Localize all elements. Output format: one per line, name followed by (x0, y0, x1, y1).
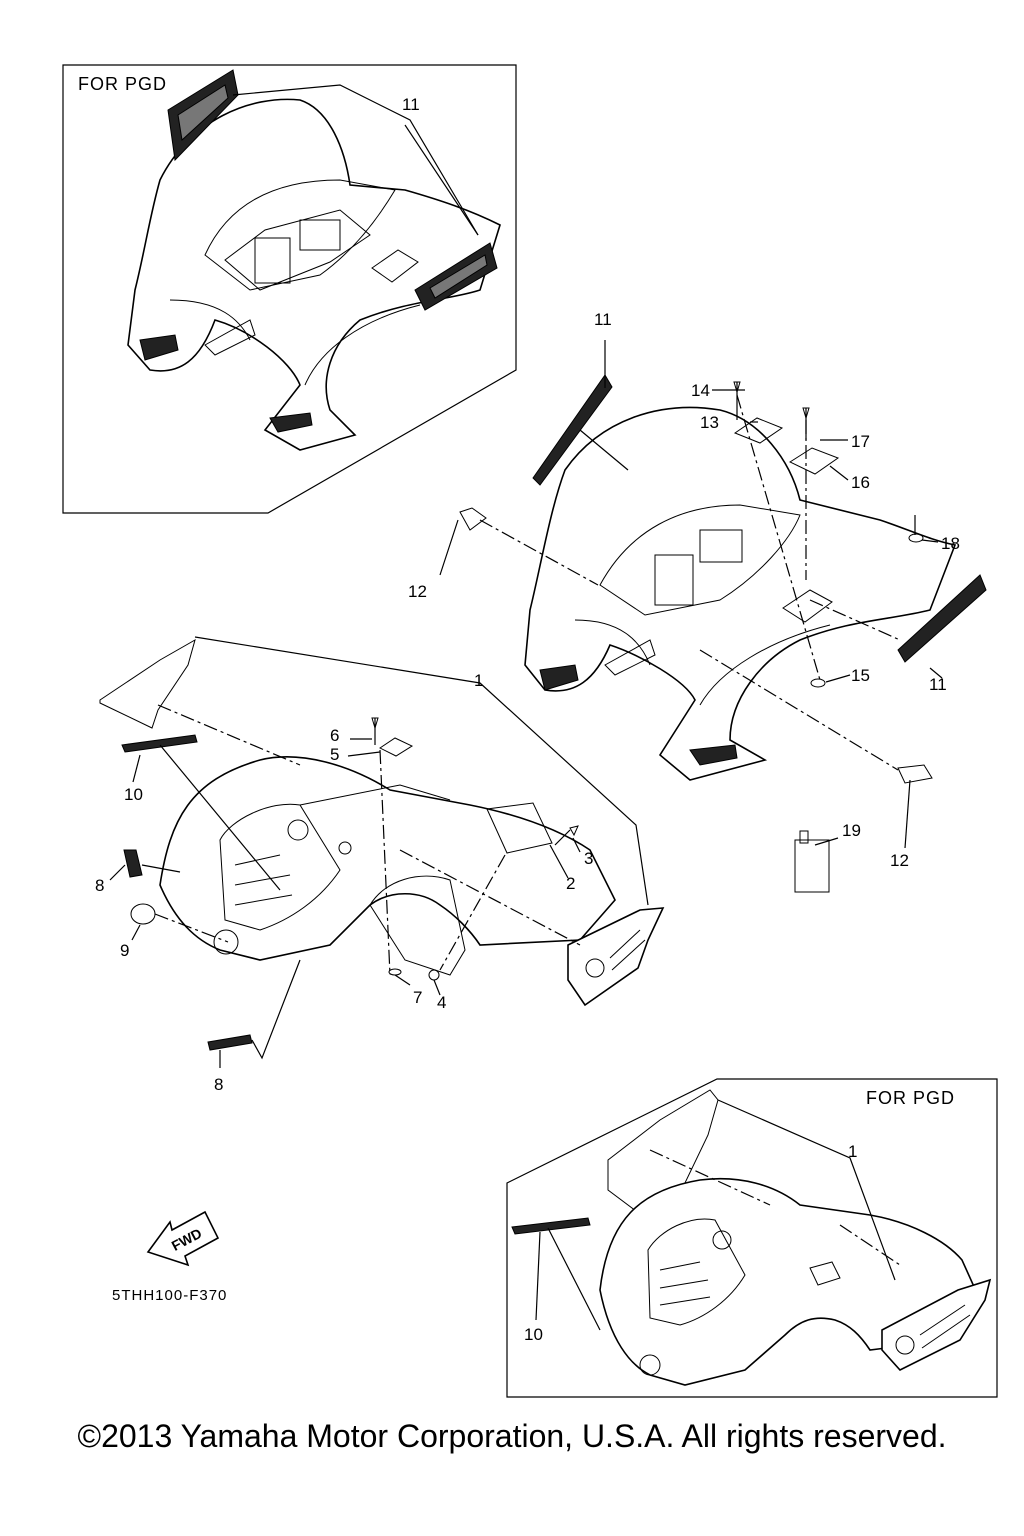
callout-1: 1 (474, 671, 483, 690)
callout-10-left: 10 (124, 785, 143, 804)
label-part-19 (794, 830, 839, 893)
front-fender-assembly (99, 636, 665, 1068)
callout-4: 4 (437, 993, 446, 1012)
front-fender-pgd-box: FOR PGD (506, 1078, 998, 1398)
callout-12-left: 12 (408, 582, 427, 601)
callout-2: 2 (566, 874, 575, 893)
rear-fender-assembly (439, 340, 987, 849)
callout-10-pgd: 10 (524, 1325, 543, 1344)
callout-17: 17 (851, 432, 870, 451)
callout-19: 19 (842, 821, 861, 840)
callout-11-top: 11 (402, 95, 420, 114)
callout-11-center: 11 (594, 310, 612, 329)
callout-3: 3 (584, 849, 593, 868)
box-label-top-left: FOR PGD (78, 74, 167, 94)
callout-12-right: 12 (890, 851, 909, 870)
callout-18: 18 (941, 534, 960, 553)
callout-5: 5 (330, 745, 339, 764)
rear-fender-pgd-box: FOR PGD 11 (62, 64, 517, 514)
rear-fender-pgd-drawing (127, 69, 501, 451)
callout-8-upper: 8 (95, 876, 104, 895)
callout-9: 9 (120, 941, 129, 960)
callout-14: 14 (691, 381, 710, 400)
diagram-code: 5THH100-F370 (112, 1287, 227, 1304)
callout-11-right: 11 (929, 675, 947, 694)
callout-7: 7 (413, 988, 422, 1007)
box-label-bottom-right: FOR PGD (866, 1088, 955, 1108)
callout-8-lower: 8 (214, 1075, 223, 1094)
callout-16: 16 (851, 473, 870, 492)
callout-6: 6 (330, 726, 339, 745)
fwd-arrow-icon: FWD (146, 1210, 220, 1267)
callout-15: 15 (851, 666, 870, 685)
callout-1-pgd: 1 (848, 1142, 857, 1161)
copyright-text: ©2013 Yamaha Motor Corporation, U.S.A. A… (77, 1418, 947, 1454)
callout-13: 13 (700, 413, 719, 432)
